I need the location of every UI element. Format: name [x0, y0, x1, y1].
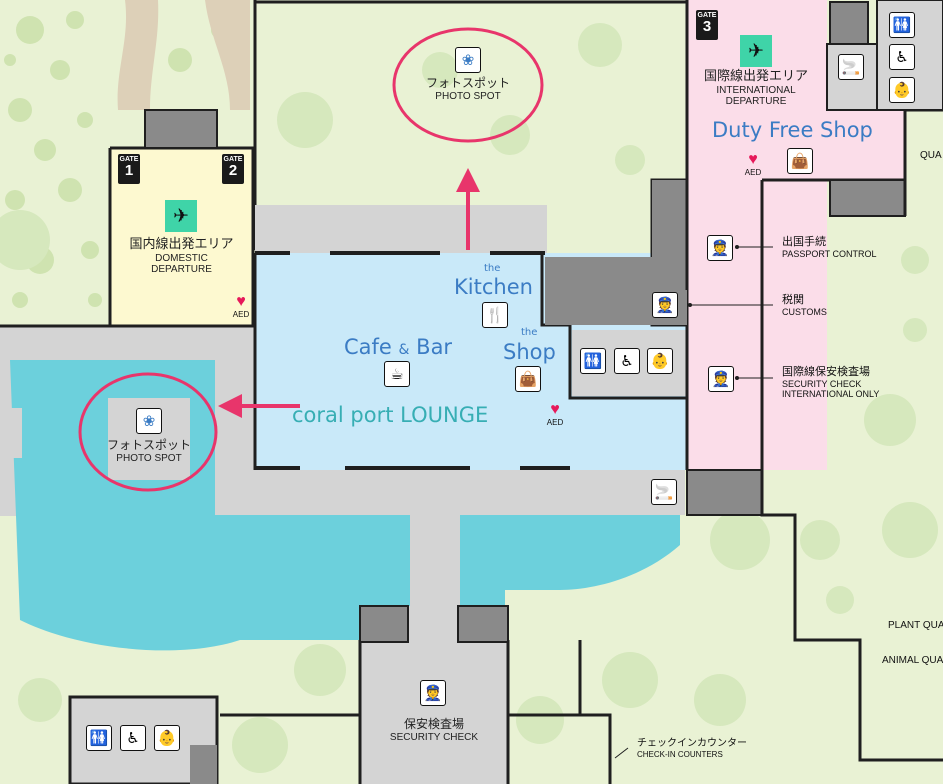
arrow-left	[218, 394, 242, 418]
officer-icon: 👮	[708, 366, 734, 392]
photo-spot-label: フォトスポット PHOTO SPOT	[106, 438, 191, 464]
domestic-departure-label: 国内線出発エリア DOMESTIC DEPARTURE	[129, 237, 234, 276]
coffee-cup-icon: ☕	[384, 361, 410, 387]
duty-free-shop-label: Duty Free Shop	[712, 118, 873, 142]
international-departure-label: 国際線出発エリア INTERNATIONAL DEPARTURE	[703, 69, 808, 108]
baby-care-icon: 👶	[154, 725, 180, 751]
coral-icon: ❀	[136, 408, 162, 434]
wheelchair-icon: ♿	[889, 44, 915, 70]
cutlery-icon: 🍴	[482, 302, 508, 328]
corridor	[215, 470, 685, 515]
aed-heart-icon: ♥	[748, 151, 758, 168]
photo-spot-highlight	[392, 27, 544, 143]
baby-care-icon: 👶	[647, 348, 673, 374]
aed-heart-icon: ♥	[236, 293, 246, 310]
officer-icon: 👮	[652, 292, 678, 318]
arrow-up	[456, 168, 480, 192]
coral-icon: ❀	[455, 47, 481, 73]
officer-icon: 👮	[707, 235, 733, 261]
smoking-room-icon: 🚬	[651, 479, 677, 505]
path	[205, 0, 250, 110]
tree-texture	[0, 23, 938, 773]
restroom-icon: 🚻	[86, 725, 112, 751]
baby-care-icon: 👶	[889, 77, 915, 103]
wheelchair-icon: ♿	[614, 348, 640, 374]
shopping-bag-icon: 👜	[787, 148, 813, 174]
lounge-label: coral port LOUNGE	[292, 403, 489, 427]
smoking-room-icon: 🚬	[838, 54, 864, 80]
departure-plane-icon: ✈	[740, 35, 772, 67]
officer-icon: 👮	[420, 680, 446, 706]
water-pool	[455, 510, 680, 610]
restroom-icon: 🚻	[580, 348, 606, 374]
departure-plane-icon: ✈	[165, 200, 197, 232]
shopping-bag-icon: 👜	[515, 366, 541, 392]
aed-international: ♥AED	[738, 151, 768, 178]
plant-quarantine-label: PLANT QUA	[888, 620, 943, 631]
aed-heart-icon: ♥	[550, 401, 560, 418]
cafe-bar-label: Cafe & Bar	[344, 335, 453, 359]
shop-the-label: the	[521, 327, 538, 338]
shop-label: Shop	[503, 340, 556, 364]
restroom-icon: 🚻	[889, 12, 915, 38]
photo-spot-label: フォトスポット PHOTO SPOT	[425, 76, 510, 102]
path	[117, 0, 159, 110]
aed-lounge: ♥AED	[540, 401, 570, 428]
kitchen-the-label: the	[484, 263, 501, 274]
aed-domestic: ♥AED	[226, 293, 256, 320]
quarantine-label: QUA	[920, 150, 942, 161]
wheelchair-icon: ♿	[120, 725, 146, 751]
corridor	[255, 205, 547, 253]
photo-spot-highlight	[78, 372, 218, 492]
kitchen-label: Kitchen	[454, 275, 533, 299]
animal-quarantine-label: ANIMAL QUA	[882, 655, 943, 666]
